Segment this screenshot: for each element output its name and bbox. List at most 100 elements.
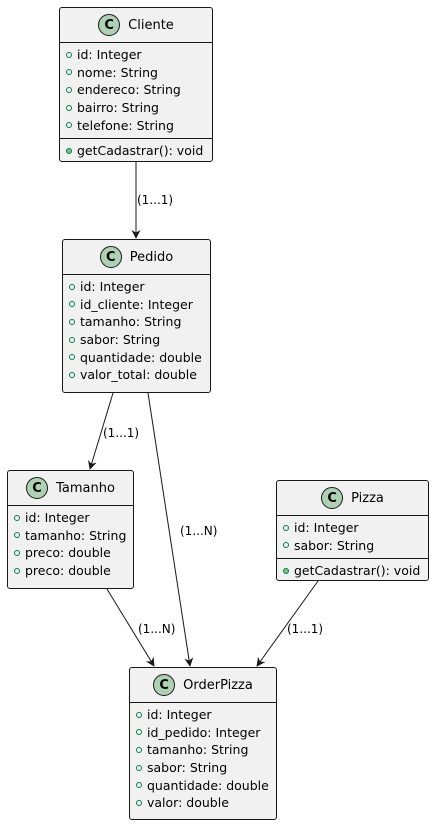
field-row: id: Integer — [277, 519, 428, 537]
class-name: Pizza — [351, 490, 384, 506]
class-pizza[interactable]: C Pizza id: Integer sabor: String getCad… — [276, 480, 429, 581]
field-text: valor_total: double — [80, 367, 197, 383]
field-row: preco: double — [8, 562, 133, 580]
field-text: id: Integer — [147, 707, 212, 723]
fields-section: id: Integer nome: String endereco: Strin… — [60, 43, 212, 138]
class-header: C OrderPizza — [130, 668, 276, 703]
public-visibility-icon — [14, 514, 20, 521]
class-cliente[interactable]: C Cliente id: Integer nome: String ender… — [59, 7, 213, 162]
public-method-icon — [283, 567, 289, 574]
field-row: id: Integer — [8, 509, 133, 527]
class-header: C Cliente — [60, 8, 212, 43]
field-row: quantidade: double — [63, 348, 210, 366]
class-header: C Tamanho — [8, 471, 133, 506]
field-text: id: Integer — [80, 279, 145, 295]
class-header: C Pedido — [63, 240, 210, 275]
field-row: quantidade: double — [130, 776, 276, 794]
public-visibility-icon — [66, 51, 72, 58]
field-text: tamanho: String — [25, 527, 127, 543]
field-text: tamanho: String — [80, 314, 182, 330]
fields-section: id: Integer id_pedido: Integer tamanho: … — [130, 703, 276, 816]
field-text: preco: double — [25, 563, 111, 579]
method-row: getCadastrar(): void — [60, 142, 212, 160]
field-text: tamanho: String — [147, 742, 249, 758]
field-text: id_pedido: Integer — [147, 724, 261, 740]
field-row: valor_total: double — [63, 366, 210, 384]
relation-label-pizza-orderpizza: (1...1) — [287, 622, 324, 636]
public-visibility-icon — [136, 782, 142, 789]
public-visibility-icon — [14, 532, 20, 539]
field-row: id_pedido: Integer — [130, 724, 276, 742]
edge-pedido-orderpizza — [147, 392, 194, 667]
class-badge-icon: C — [98, 14, 121, 36]
field-text: bairro: String — [77, 100, 159, 116]
public-visibility-icon — [69, 283, 75, 290]
fields-section: id: Integer sabor: String — [277, 516, 428, 558]
class-name: Tamanho — [56, 480, 115, 496]
class-tamanho[interactable]: C Tamanho id: Integer tamanho: String pr… — [7, 470, 134, 589]
field-text: quantidade: double — [80, 349, 202, 365]
edge-pizza-orderpizza — [256, 580, 319, 667]
relation-label-cliente-pedido: (1...1) — [137, 193, 174, 207]
relation-label-pedido-orderpizza: (1...N) — [180, 524, 218, 538]
field-row: telefone: String — [60, 116, 212, 134]
class-badge-icon: C — [99, 246, 122, 268]
field-text: id: Integer — [25, 510, 90, 526]
public-visibility-icon — [283, 542, 289, 549]
field-row: tamanho: String — [63, 313, 210, 331]
public-visibility-icon — [14, 567, 20, 574]
class-orderpizza[interactable]: C OrderPizza id: Integer id_pedido: Inte… — [129, 667, 277, 820]
field-row: preco: double — [8, 544, 133, 562]
class-name: Pedido — [129, 249, 174, 265]
field-row: valor: double — [130, 794, 276, 812]
public-visibility-icon — [14, 549, 20, 556]
field-text: preco: double — [25, 545, 111, 561]
field-row: sabor: String — [63, 331, 210, 349]
field-text: valor: double — [147, 795, 229, 811]
public-visibility-icon — [66, 69, 72, 76]
public-visibility-icon — [69, 301, 75, 308]
field-text: quantidade: double — [147, 777, 269, 793]
public-visibility-icon — [69, 336, 75, 343]
field-row: bairro: String — [60, 99, 212, 117]
fields-section: id: Integer tamanho: String preco: doubl… — [8, 506, 133, 583]
relation-label-tamanho-orderpizza: (1...N) — [138, 622, 176, 636]
field-text: sabor: String — [147, 760, 228, 776]
field-text: id: Integer — [77, 47, 142, 63]
public-visibility-icon — [136, 799, 142, 806]
relation-label-pedido-tamanho: (1...1) — [103, 426, 140, 440]
field-text: id: Integer — [294, 520, 359, 536]
public-visibility-icon — [66, 86, 72, 93]
method-row: getCadastrar(): void — [277, 562, 428, 580]
field-row: endereco: String — [60, 81, 212, 99]
public-visibility-icon — [66, 122, 72, 129]
methods-section: getCadastrar(): void — [60, 137, 212, 164]
class-name: Cliente — [128, 17, 174, 33]
edge-pedido-tamanho — [88, 392, 114, 470]
field-text: sabor: String — [80, 332, 161, 348]
field-row: id_cliente: Integer — [63, 296, 210, 314]
class-pedido[interactable]: C Pedido id: Integer id_cliente: Integer… — [62, 239, 211, 393]
public-visibility-icon — [69, 318, 75, 325]
field-row: nome: String — [60, 64, 212, 82]
field-text: telefone: String — [77, 117, 174, 133]
public-method-icon — [66, 147, 72, 154]
class-header: C Pizza — [277, 481, 428, 516]
field-row: id: Integer — [63, 278, 210, 296]
field-text: id_cliente: Integer — [80, 296, 193, 312]
method-text: getCadastrar(): void — [294, 563, 421, 579]
public-visibility-icon — [69, 354, 75, 361]
public-visibility-icon — [136, 729, 142, 736]
field-row: tamanho: String — [130, 741, 276, 759]
methods-section: getCadastrar(): void — [277, 558, 428, 584]
field-row: sabor: String — [130, 759, 276, 777]
public-visibility-icon — [69, 371, 75, 378]
edge-tamanho-orderpizza — [106, 588, 155, 667]
field-text: sabor: String — [294, 537, 375, 553]
method-text: getCadastrar(): void — [77, 143, 204, 159]
public-visibility-icon — [136, 764, 142, 771]
class-badge-icon: C — [321, 487, 344, 509]
field-text: nome: String — [77, 64, 158, 80]
public-visibility-icon — [136, 711, 142, 718]
